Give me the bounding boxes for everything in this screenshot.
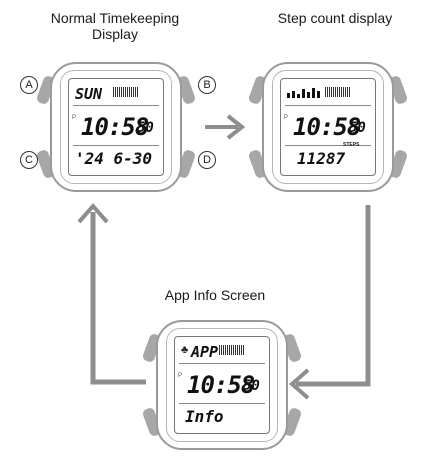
arrow-right-icon <box>205 114 246 140</box>
arrow-up-icon <box>77 202 146 385</box>
info-display: Info <box>185 407 224 426</box>
watch-step: P 10:58 50 STEPS 11287 <box>247 56 409 198</box>
watch-bezel-inner <box>60 70 172 184</box>
watch-bezel-inner <box>166 328 278 442</box>
watch-normal: SUN P 10:58 50 '24 6-30 <box>35 56 197 198</box>
app-label: APP <box>191 343 219 361</box>
arrow-down-left-icon <box>288 205 371 400</box>
caption-normal-line1: Normal Timekeeping <box>50 10 180 26</box>
button-b-label: B <box>198 76 216 94</box>
day-of-week: SUN <box>75 85 103 103</box>
time-display: 10:58 <box>293 113 361 141</box>
step-histogram-icon <box>287 88 320 98</box>
lcd-screen: P 10:58 50 STEPS 11287 <box>280 78 376 176</box>
pm-indicator: P <box>284 115 289 121</box>
lcd-screen: ♣ APP P 10:58 50 Info <box>174 336 270 434</box>
seconds-display: 50 <box>349 120 366 136</box>
watch-app: ♣ APP P 10:58 50 Info <box>141 314 303 456</box>
lcd-divider-top <box>73 105 159 106</box>
step-graph-icon <box>219 345 245 355</box>
lcd-divider-top <box>285 105 371 106</box>
button-a-label: A <box>20 76 38 94</box>
lcd-divider-bottom <box>179 403 265 404</box>
steps-label: STEPS <box>343 142 360 148</box>
time-display: 10:58 <box>81 113 149 141</box>
caption-normal: Normal Timekeeping Display <box>30 10 200 42</box>
caption-app: App Info Screen <box>164 287 266 303</box>
caption-normal-line2: Display <box>92 26 138 42</box>
seconds-display: 50 <box>137 120 154 136</box>
watch-bezel-inner <box>272 70 384 184</box>
lcd-screen: SUN P 10:58 50 '24 6-30 <box>68 78 164 176</box>
caption-step: Step count display <box>277 10 393 26</box>
pm-indicator: P <box>72 115 77 121</box>
step-graph-icon <box>325 87 351 97</box>
lcd-divider-bottom <box>285 145 371 146</box>
button-c-label: C <box>20 151 38 169</box>
date-display: '24 6-30 <box>75 149 153 168</box>
step-count-display: 11287 <box>297 149 346 168</box>
seconds-display: 50 <box>243 378 260 394</box>
lcd-divider-top <box>179 363 265 364</box>
pm-indicator: P <box>178 373 183 379</box>
time-display: 10:58 <box>187 371 255 399</box>
step-graph-icon <box>113 87 139 97</box>
lcd-divider-bottom <box>73 145 159 146</box>
button-d-label: D <box>198 151 216 169</box>
app-icon: ♣ <box>181 344 189 356</box>
